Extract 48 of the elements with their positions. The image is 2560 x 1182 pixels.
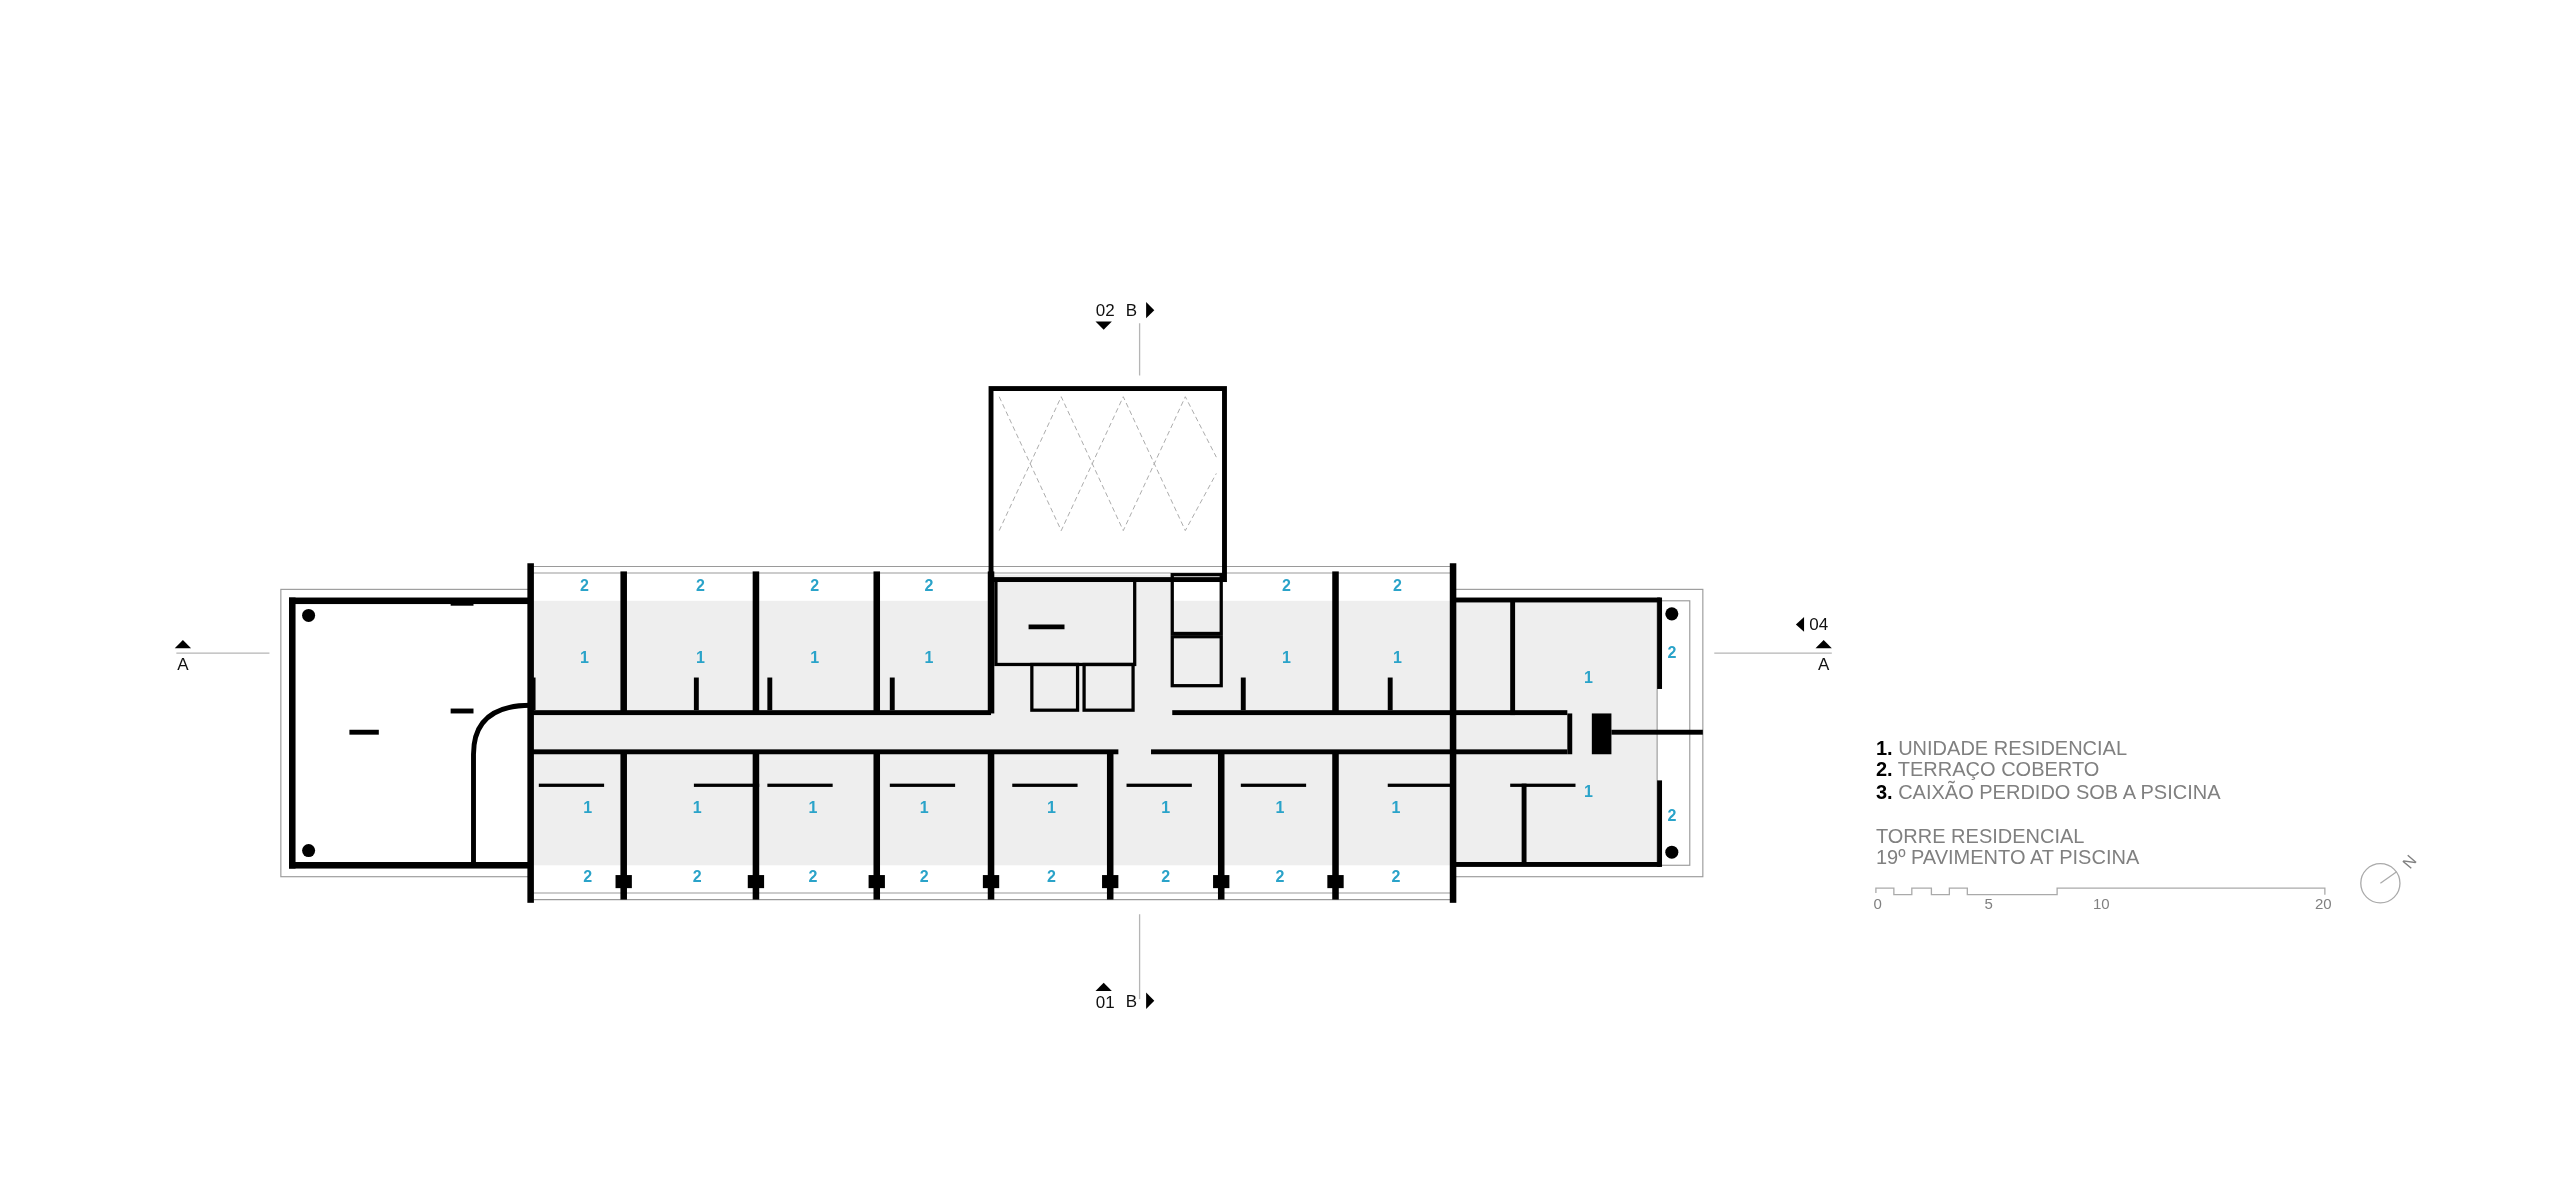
room-number: 2 [583,868,593,885]
room-number: 2 [580,578,589,595]
room-number: 2 [692,868,702,885]
room-number: 2 [1046,868,1056,885]
room-number: 1 [1393,649,1402,666]
plan-title: TORRE RESIDENCIAL [1875,825,2085,846]
room-number: 1 [1584,783,1593,800]
scale-label: 0 [1873,895,1882,911]
section-label: 01 [1095,993,1115,1011]
room-number: 1 [695,649,705,666]
room-number: 2 [1282,578,1291,595]
room-number: 1 [1282,649,1291,666]
north-label: N [2399,852,2420,872]
room-number: 1 [1275,800,1285,817]
section-label: A [1818,656,1830,673]
room-number: 1 [583,800,593,817]
room-number: 2 [1393,578,1402,595]
room-number: 2 [924,578,934,595]
room-number: 1 [1161,800,1171,817]
room-number: 1 [924,649,934,666]
room-number: 2 [1667,645,1677,662]
legend-item: 3. CAIXÃO PERDIDO SOB A PSICINA [1875,781,2221,802]
section-label: 04 [1809,615,1829,633]
scale-label: 10 [2092,895,2110,911]
room-number: 2 [1667,808,1677,825]
room-number: 1 [1046,800,1056,817]
room-number: 2 [1391,868,1401,885]
room-number: 1 [1391,800,1401,817]
scale-label: 5 [1984,895,1993,911]
room-number: 2 [695,578,705,595]
room-number: 2 [810,578,820,595]
room-number: 2 [808,868,818,885]
scale-label: 20 [2314,895,2332,911]
room-number: 1 [580,649,589,666]
section-label: 02 [1095,301,1115,319]
room-number: 2 [1275,868,1285,885]
room-number: 1 [810,649,820,666]
section-label: B [1125,301,1138,319]
legend-item: 1. UNIDADE RESIDENCIAL [1875,737,2128,758]
room-number: 1 [692,800,702,817]
room-number: 1 [808,800,818,817]
section-label: B [1125,992,1138,1010]
room-number: 2 [1161,868,1171,885]
room-number: 2 [919,868,929,885]
section-label: A [177,656,189,673]
plan-subtitle: 19º PAVIMENTO AT PISCINA [1875,847,2140,868]
room-number: 1 [919,800,929,817]
room-number: 1 [1584,669,1593,686]
